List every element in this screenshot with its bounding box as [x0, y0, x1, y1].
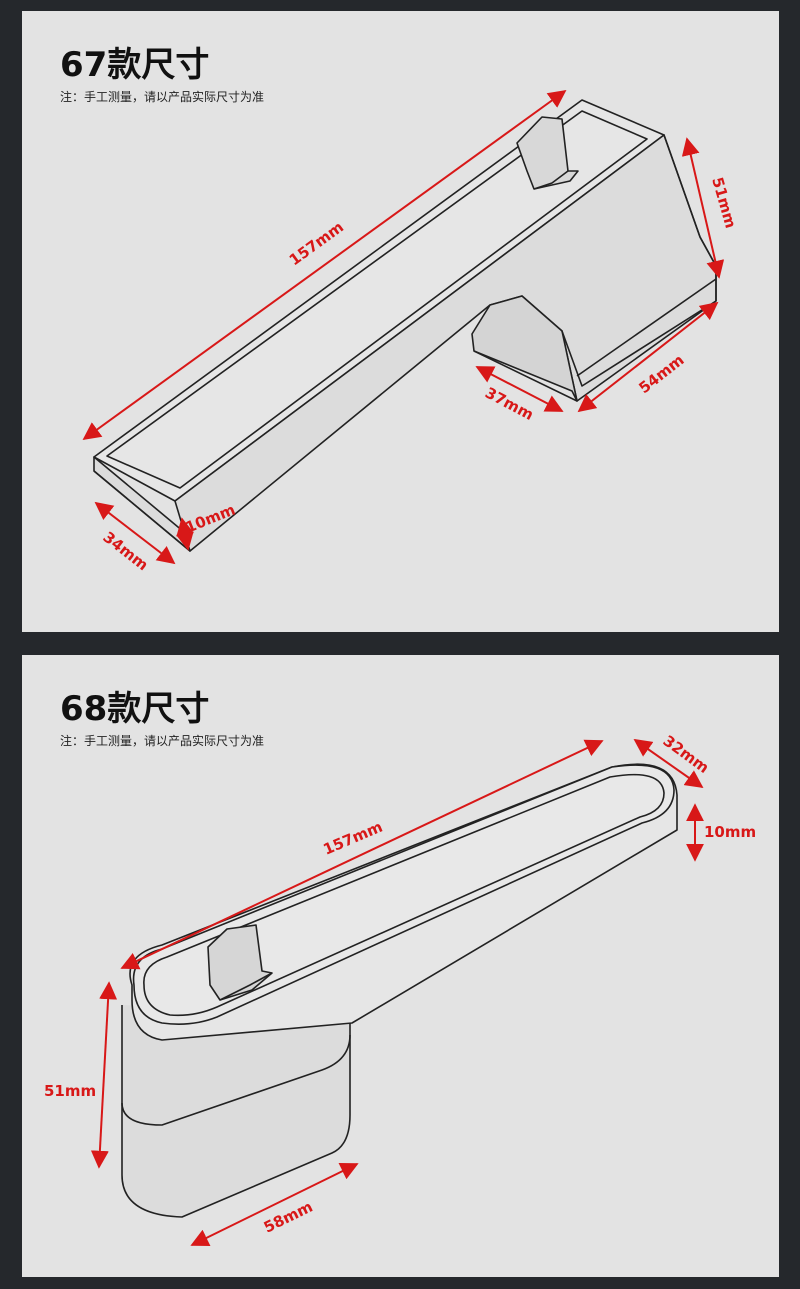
- panel-title: 68款尺寸: [60, 689, 210, 729]
- dim-label-neck-width: 37mm: [482, 384, 536, 424]
- handle-67-drawing: 157mm 51mm 54mm 37mm 34mm 10mm: [82, 89, 740, 574]
- dim-line-grip-width: [633, 738, 704, 789]
- panel-model-68: 68款尺寸 注：手工测量，请以产品实际尺寸为准: [22, 655, 779, 1277]
- dim-line-neck-width: [475, 366, 564, 412]
- panel-title: 67款尺寸: [60, 45, 210, 85]
- dim-label-base-depth: 54mm: [635, 351, 687, 397]
- dim-label-thickness: 10mm: [704, 823, 756, 841]
- dim-line-length: [120, 739, 604, 970]
- handle-68-outline: [121, 763, 678, 1218]
- dim-line-thickness: [175, 517, 195, 551]
- dim-line-height: [90, 981, 118, 1169]
- dim-label-grip-width: 34mm: [100, 528, 152, 574]
- dim-line-base-depth: [577, 301, 719, 413]
- handle-68-drawing: 157mm 32mm 10mm 51mm 58mm: [44, 732, 756, 1246]
- dim-label-grip-width: 32mm: [660, 732, 713, 777]
- dim-label-length: 157mm: [321, 818, 386, 859]
- dim-label-length: 157mm: [286, 218, 347, 269]
- dim-label-height: 51mm: [708, 175, 740, 230]
- dim-line-base-depth: [190, 1163, 359, 1246]
- dim-label-base-depth: 58mm: [261, 1198, 316, 1237]
- dim-line-length: [82, 89, 567, 441]
- dim-line-height: [681, 137, 725, 279]
- dim-line-grip-width: [94, 501, 176, 565]
- handle-67-outline: [93, 99, 717, 552]
- panel-model-67: 67款尺寸 注：手工测量，请以产品实际尺寸为准: [22, 11, 779, 632]
- dim-label-height: 51mm: [44, 1082, 96, 1100]
